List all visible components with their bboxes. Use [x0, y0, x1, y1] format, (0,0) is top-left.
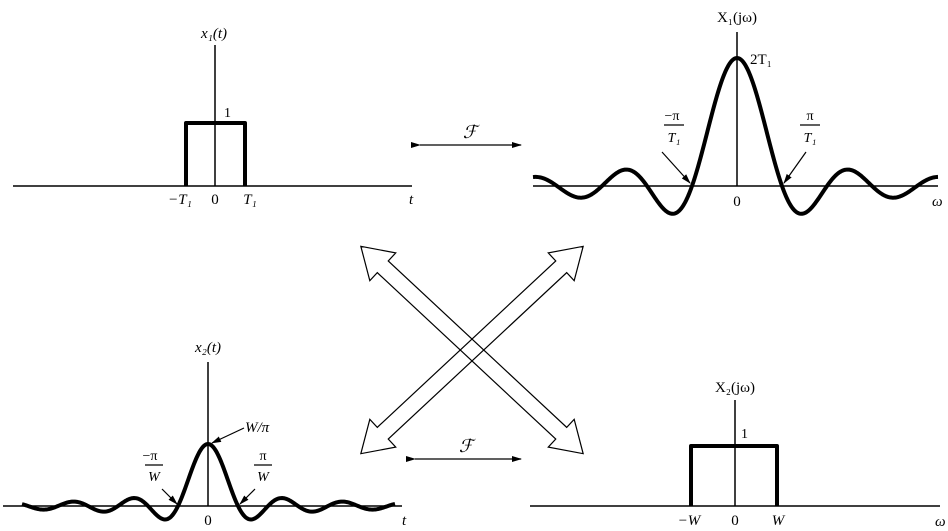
axis-var-t: t: [409, 192, 414, 208]
sinc-curve: [21, 442, 396, 522]
fourier-symbol: ℱ: [463, 122, 480, 142]
peak-label: W/π: [245, 420, 270, 436]
zero-neg-numerator: −π: [143, 449, 158, 464]
X1-title: X₁(jω): [717, 10, 757, 26]
peak-label: 2T₁: [750, 52, 772, 68]
duality-cross-arrows: [360, 245, 584, 455]
sinc-curve: [532, 56, 939, 216]
height-label: 1: [224, 106, 231, 121]
pointer-arrow-icon: [661, 151, 691, 184]
panel-x2: x₂(t) W/π −π W π W 0 t: [3, 340, 407, 529]
panel-X1: X₁(jω) 2T₁ −π T₁ π T₁ 0 ω: [532, 10, 943, 216]
tick-T1: T₁: [243, 192, 257, 208]
rect-spectrum: [689, 444, 779, 506]
x1-title: x₁(t): [200, 26, 227, 42]
axis-var-omega: ω: [932, 194, 943, 210]
pointer-arrow-icon: [783, 151, 807, 184]
tick-neg-T1: −T₁: [168, 192, 192, 208]
zero-neg-denominator: T₁: [668, 131, 681, 146]
transform-arrow-top: ℱ: [411, 122, 522, 148]
zero-neg-denominator: W: [148, 470, 161, 485]
tick-zero: 0: [204, 513, 212, 529]
zero-pos-numerator: π: [806, 109, 813, 124]
pointer-arrow-icon: [161, 488, 178, 505]
transform-arrow-bottom: ℱ: [406, 436, 522, 462]
axis-var-t: t: [402, 513, 407, 529]
height-label: 1: [741, 427, 748, 442]
zero-pos-numerator: π: [259, 449, 266, 464]
double-arrow-icon: [360, 245, 584, 455]
tick-neg-W: −W: [678, 513, 702, 529]
tick-zero: 0: [731, 513, 739, 529]
tick-zero: 0: [733, 194, 741, 210]
fourier-symbol: ℱ: [459, 436, 476, 456]
panel-X2: X₂(jω) 1 −W 0 W ω: [530, 380, 946, 530]
pointer-arrow-icon: [211, 427, 245, 444]
zero-pos-denominator: T₁: [804, 131, 817, 146]
axis-var-omega: ω: [935, 514, 946, 530]
zero-pos-denominator: W: [257, 470, 270, 485]
rect-pulse: [184, 121, 247, 186]
x2-title: x₂(t): [194, 340, 221, 356]
tick-W: W: [772, 513, 786, 529]
zero-neg-numerator: −π: [665, 109, 680, 124]
panel-x1: x₁(t) 1 −T₁ 0 T₁ t: [13, 26, 414, 208]
pointer-arrow-icon: [239, 488, 256, 505]
X2-title: X₂(jω): [715, 380, 755, 396]
tick-zero: 0: [211, 192, 219, 208]
double-arrow-icon: [360, 245, 584, 455]
